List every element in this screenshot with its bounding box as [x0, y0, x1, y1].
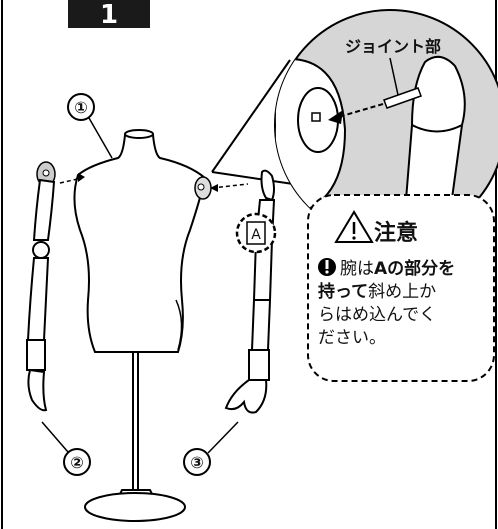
- stand-base: [84, 492, 186, 522]
- part-label-torso: ①: [67, 93, 113, 159]
- svg-text:③: ③: [190, 453, 204, 472]
- caution-line-3: らはめ込んでく: [318, 305, 436, 325]
- joint-pin: [383, 87, 422, 109]
- callout-pointer-line: [211, 171, 301, 186]
- marker-a-label: A: [251, 227, 261, 243]
- joint-label: ジョイント部: [345, 37, 441, 56]
- callout-pointer-line: [211, 59, 291, 173]
- step-number: 1: [100, 0, 118, 30]
- caution-line-4: ださい。: [318, 328, 386, 348]
- socket-hole: [311, 112, 321, 122]
- svg-text:①: ①: [74, 98, 88, 117]
- svg-text:②: ②: [70, 453, 84, 472]
- left-arm: [26, 161, 56, 412]
- stand: [84, 350, 186, 522]
- warning-triangle-icon: [334, 210, 374, 243]
- marker-a: A: [235, 212, 277, 254]
- part-label-left-arm: ②: [41, 421, 91, 476]
- caution-box: 注意 腕はAの部分を 持って斜め上か らはめ込んでく ださい。: [307, 194, 495, 382]
- torso: [73, 129, 212, 353]
- caution-line-1: 腕はAの部分を: [340, 258, 455, 279]
- step-badge: 1: [68, 0, 150, 30]
- right-arm: [224, 169, 276, 414]
- caution-line-2: 持って斜め上か: [318, 281, 436, 302]
- part-label-right-arm: ③: [183, 421, 239, 476]
- exclamation-icon: [318, 258, 336, 276]
- caution-title: 注意: [374, 220, 418, 246]
